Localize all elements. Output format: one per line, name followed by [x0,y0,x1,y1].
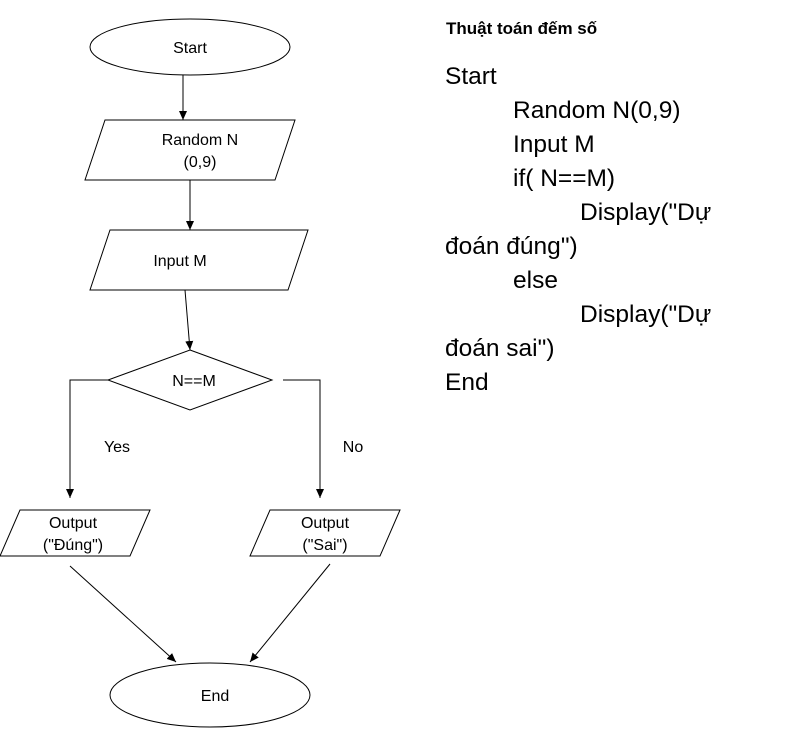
arrow-input-condition [184,289,194,351]
output-no-line2: ("Sai") [302,537,347,554]
pseudocode-line: Display("Dự [580,199,712,226]
condition-label: N==M [172,373,216,390]
random-label-line2: (0,9) [184,154,217,171]
no-label: No [343,439,364,456]
pseudocode-line: đoán sai") [445,335,555,362]
output-no-line1: Output [301,515,350,532]
pseudocode-line: else [513,267,558,294]
pseudocode-line: End [445,369,489,396]
flowchart: Start Random N (0,9) Input M N==M Yes No… [0,18,401,728]
pseudocode-line: đoán đúng") [445,233,578,260]
condition-node [106,349,274,411]
start-node [89,18,291,76]
arrow-no-end [249,563,331,663]
pseudocode-title: Thuật toán đếm số [446,19,598,38]
pseudocode-line: Display("Dự [580,301,712,328]
pseudocode-line: if( N==M) [513,165,616,192]
arrow-yes-end [69,565,177,663]
arrow-yes-branch [66,379,108,498]
output-no-node [249,509,401,557]
random-node [84,119,296,181]
start-label: Start [173,40,207,57]
arrow-no-branch [283,379,324,498]
end-label: End [201,688,229,705]
output-yes-line1: Output [49,515,98,532]
output-yes-line2: ("Đúng") [43,537,103,554]
pseudocode-line: Random N(0,9) [513,97,681,124]
pseudocode-line: Input M [513,131,595,158]
input-label: Input M [153,253,206,270]
pseudocode-line: Start [445,63,497,90]
input-node [89,229,309,291]
yes-label: Yes [104,439,130,456]
random-label-line1: Random N [162,132,238,149]
end-node [109,662,311,728]
output-yes-node [0,509,151,557]
pseudocode-block: Start Random N(0,9) Input M if( N==M) Di… [445,60,765,400]
